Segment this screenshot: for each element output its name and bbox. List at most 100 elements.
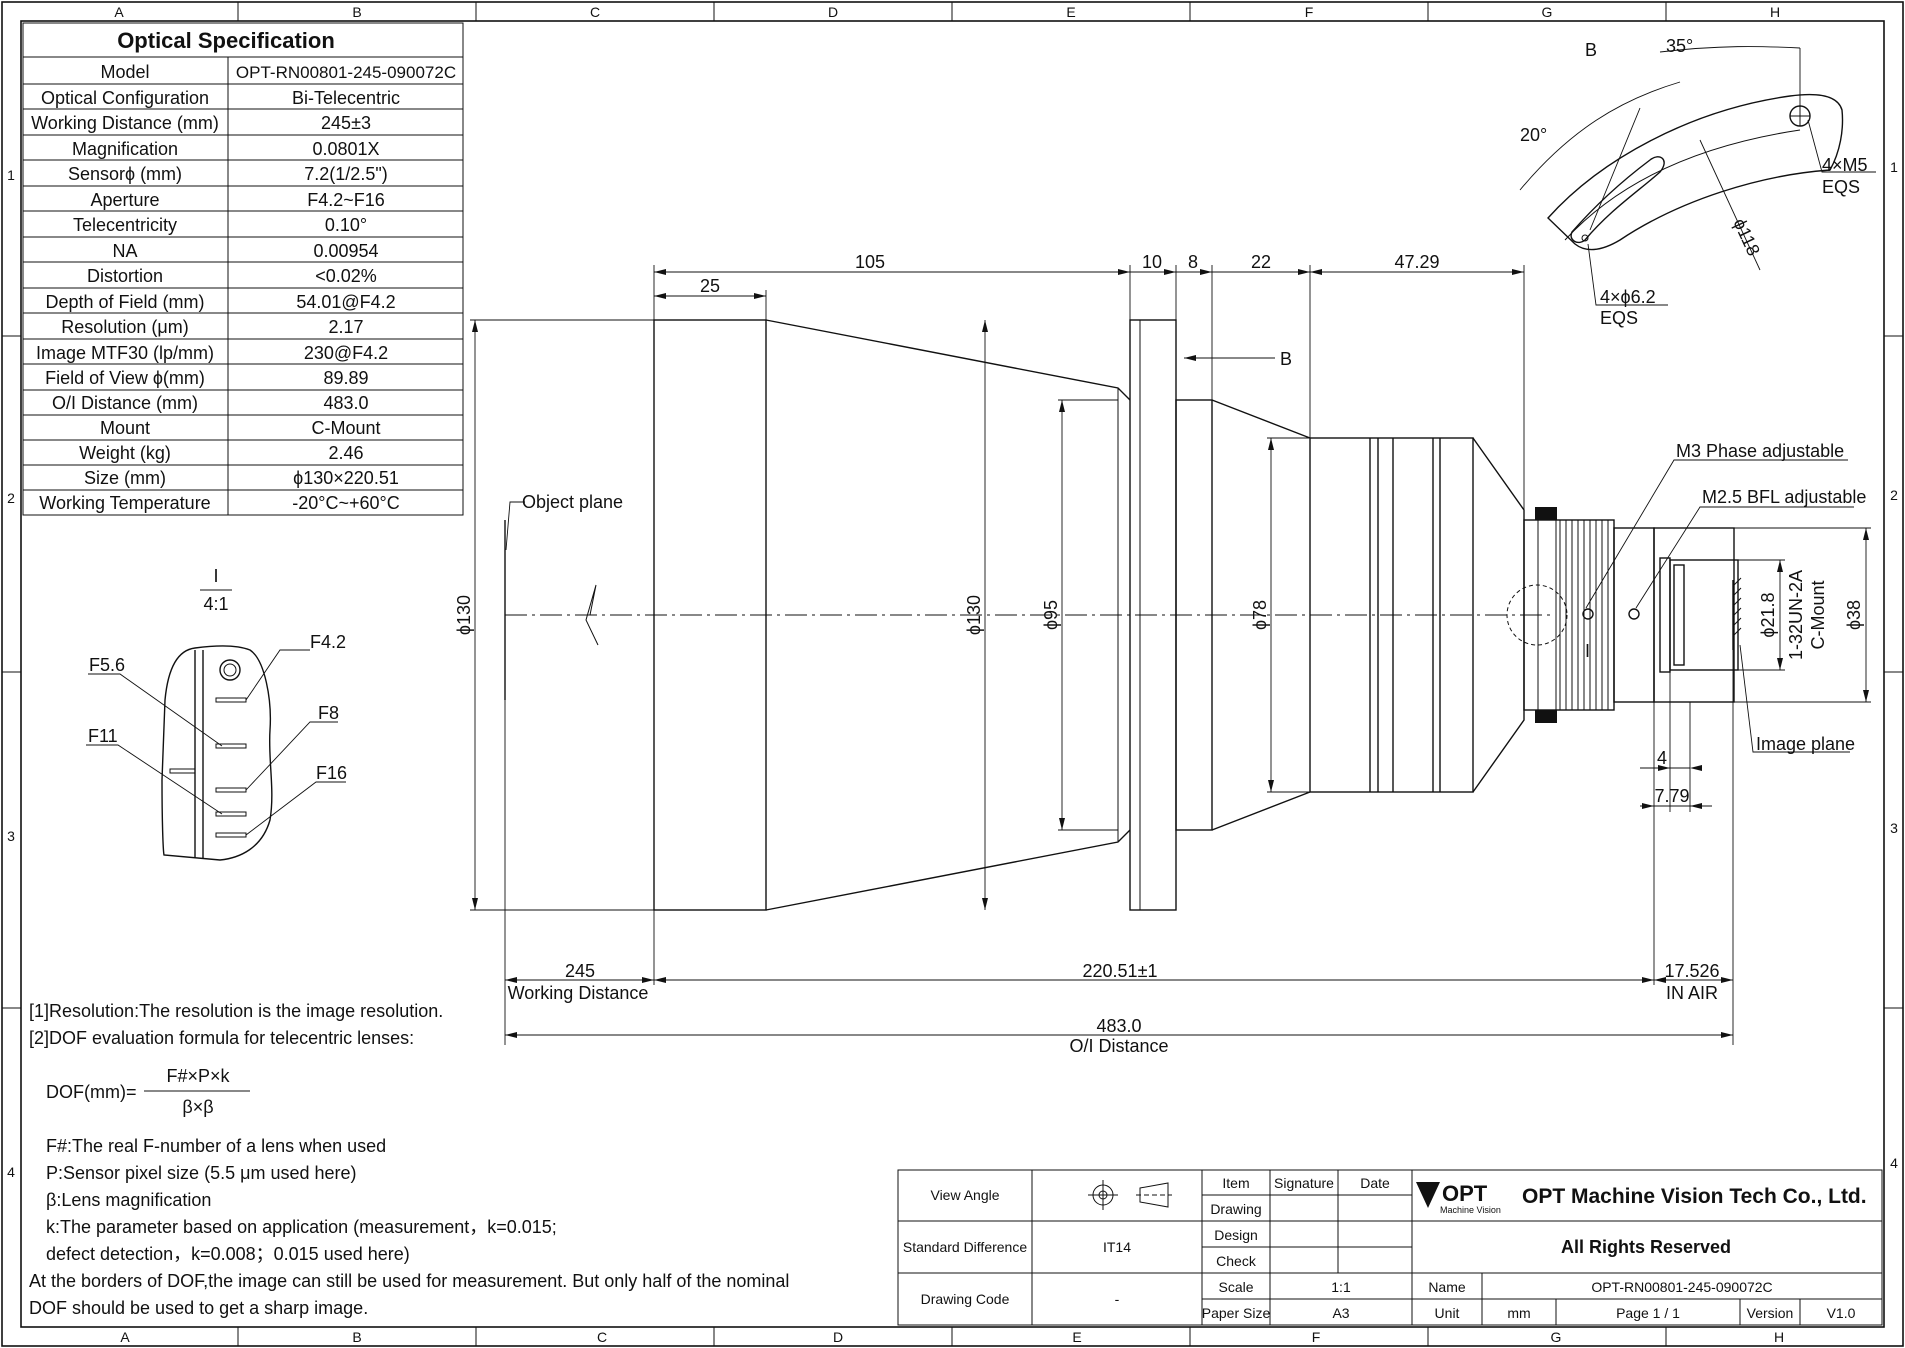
tb-unit: Unit <box>1435 1305 1460 1321</box>
col-label-top: G <box>1542 4 1553 20</box>
notes-block: [1]Resolution:The resolution is the imag… <box>29 1001 789 1318</box>
tb-paper-value: A3 <box>1332 1305 1349 1321</box>
col-label-bottom: H <box>1774 1329 1784 1345</box>
spec-label: Distortion <box>87 266 163 286</box>
spec-label: Model <box>100 62 149 82</box>
row-label-right: 1 <box>1890 159 1898 175</box>
row-label-right: 4 <box>1890 1155 1898 1171</box>
tb-name: Name <box>1428 1279 1466 1295</box>
view-b-hole: 4×ϕ6.2 <box>1600 287 1656 307</box>
view-b-hole-eqs: EQS <box>1600 308 1638 328</box>
optical-spec-table: Optical Specification Model OPT-RN00801-… <box>22 22 464 516</box>
spec-value: F4.2~F16 <box>307 190 385 210</box>
dim-oi-distance: O/I Distance <box>1069 1036 1168 1056</box>
row-label-left: 4 <box>7 1164 15 1180</box>
col-label-top: F <box>1305 4 1314 20</box>
col-label-top: C <box>590 4 600 20</box>
note-borders-1: At the borders of DOF,the image can stil… <box>29 1271 789 1291</box>
dim-10: 10 <box>1142 252 1162 272</box>
col-label-bottom: D <box>833 1329 843 1345</box>
detail-scale-label: 4:1 <box>203 594 228 614</box>
note-k1: k:The parameter based on application (me… <box>46 1217 557 1237</box>
callout-image-plane: Image plane <box>1756 734 1855 754</box>
spec-label: Telecentricity <box>73 215 177 235</box>
dim-4: 4 <box>1657 748 1667 768</box>
tb-item: Item <box>1222 1175 1249 1191</box>
col-label-top: H <box>1770 4 1780 20</box>
dof-formula-denominator: β×β <box>182 1097 213 1117</box>
view-b-label: B <box>1585 40 1597 60</box>
note-pixel: P:Sensor pixel size (5.5 μm used here) <box>46 1163 357 1183</box>
dim-47-29: 47.29 <box>1394 252 1439 272</box>
spec-label: Mount <box>100 418 150 438</box>
view-b-detail: B 35° 20° 4×M5 EQS 4×ϕ6.2 EQS ϕ118 <box>1519 36 1876 328</box>
view-b-angle-20: 20° <box>1520 125 1547 145</box>
dim-phi21-8: ϕ21.8 <box>1758 592 1778 637</box>
spec-label: Sensorϕ (mm) <box>68 164 182 184</box>
spec-value: 0.10° <box>325 215 367 235</box>
row-label-right: 3 <box>1890 820 1898 836</box>
spec-value: 0.0801X <box>312 139 379 159</box>
callout-m3: M3 Phase adjustable <box>1676 441 1844 461</box>
spec-label: Field of View ϕ(mm) <box>45 368 205 388</box>
spec-label: Weight (kg) <box>79 443 171 463</box>
col-label-bottom: G <box>1551 1329 1562 1345</box>
col-label-bottom: A <box>120 1329 130 1345</box>
spec-value: <0.02% <box>315 266 377 286</box>
aperture-detail-view: I 4:1 F4.2 F5.6 F8 F11 F16 <box>86 566 347 861</box>
col-label-bottom: E <box>1072 1329 1081 1345</box>
spec-value: 2.17 <box>328 317 363 337</box>
col-label-bottom: F <box>1312 1329 1321 1345</box>
spec-label: Working Distance (mm) <box>31 113 219 133</box>
spec-value: 230@F4.2 <box>304 343 388 363</box>
spec-title: Optical Specification <box>117 28 335 53</box>
detail-view-label: I <box>213 566 218 586</box>
view-b-screw: 4×M5 <box>1822 155 1868 175</box>
note-dof: [2]DOF evaluation formula for telecentri… <box>29 1028 414 1048</box>
opt-logo-icon <box>1416 1182 1440 1208</box>
tb-rights: All Rights Reserved <box>1561 1237 1731 1257</box>
tb-paper-size: Paper Size <box>1202 1305 1271 1321</box>
spec-label: NA <box>112 241 137 261</box>
aperture-label-f56: F5.6 <box>89 655 125 675</box>
note-fnumber: F#:The real F-number of a lens when used <box>46 1136 386 1156</box>
tb-drawing-code: Drawing Code <box>921 1291 1010 1307</box>
view-b-diameter: ϕ118 <box>1729 215 1764 259</box>
dof-formula-lhs: DOF(mm)= <box>46 1082 136 1102</box>
row-label-right: 2 <box>1890 487 1898 503</box>
view-b-angle-35: 35° <box>1666 36 1693 56</box>
note-magnification: β:Lens magnification <box>46 1190 211 1210</box>
dim-8: 8 <box>1188 252 1198 272</box>
spec-value: 483.0 <box>323 393 368 413</box>
view-b-arrow-label: B <box>1280 349 1292 369</box>
dim-220-51: 220.51±1 <box>1083 961 1158 981</box>
spec-label: Aperture <box>90 190 159 210</box>
spec-value: Bi-Telecentric <box>292 88 400 108</box>
tb-version-value: V1.0 <box>1827 1305 1856 1321</box>
spec-value: C-Mount <box>311 418 380 438</box>
spec-value: 245±3 <box>321 113 371 133</box>
spec-value: -20°C~+60°C <box>292 493 399 513</box>
view-b-screw-eqs: EQS <box>1822 177 1860 197</box>
tb-date: Date <box>1360 1175 1390 1191</box>
spec-label: Resolution (μm) <box>61 317 188 337</box>
aperture-label-f11: F11 <box>88 726 118 746</box>
spec-value: 89.89 <box>323 368 368 388</box>
dim-17-526: 17.526 <box>1664 961 1719 981</box>
col-label-top: B <box>352 4 361 20</box>
dim-phi78: ϕ78 <box>1250 600 1270 630</box>
row-label-left: 3 <box>7 828 15 844</box>
spec-value: 0.00954 <box>313 241 378 261</box>
spec-value: OPT-RN00801-245-090072C <box>236 63 456 82</box>
tb-logo-sub: Machine Vision <box>1440 1205 1501 1215</box>
aperture-label-f16: F16 <box>316 763 347 783</box>
note-borders-2: DOF should be used to get a sharp image. <box>29 1298 368 1318</box>
spec-label: Optical Configuration <box>41 88 209 108</box>
callout-object-plane: Object plane <box>522 492 623 512</box>
view-i-marker: I <box>1585 641 1590 661</box>
dim-105: 105 <box>855 252 885 272</box>
col-label-bottom: C <box>597 1329 607 1345</box>
col-label-top: D <box>828 4 838 20</box>
tb-standard-difference: Standard Difference <box>903 1239 1027 1255</box>
